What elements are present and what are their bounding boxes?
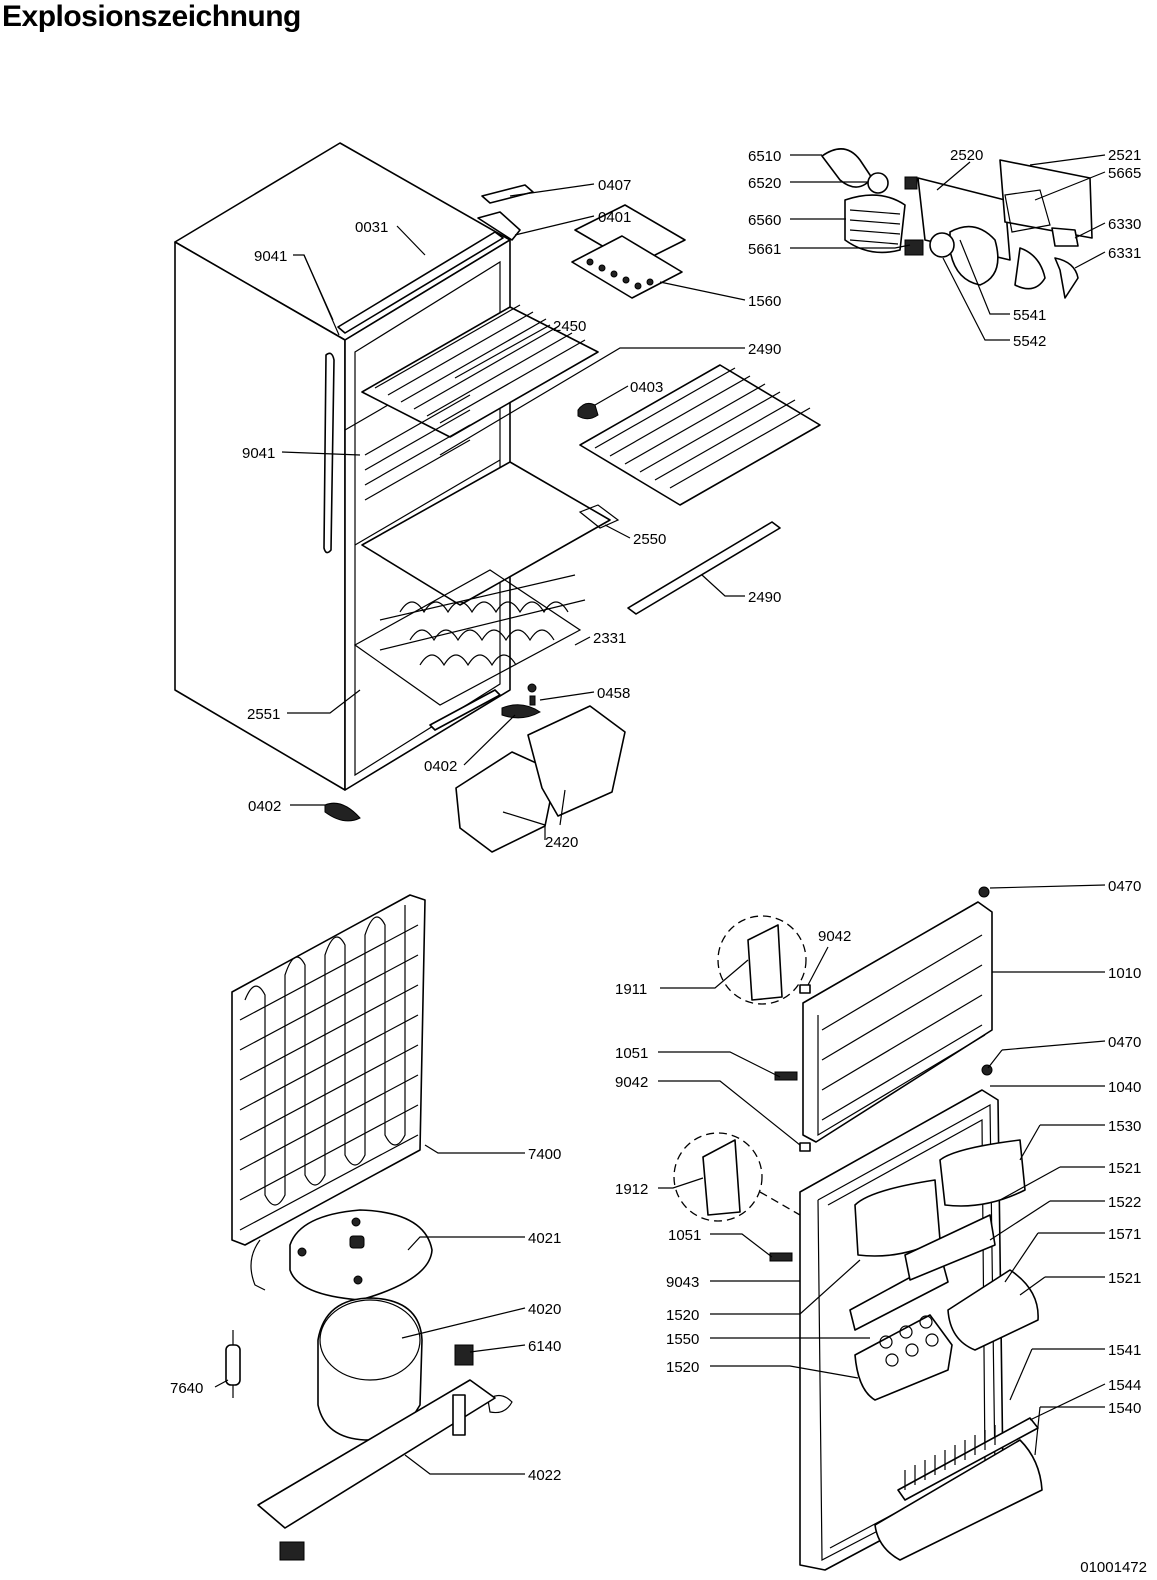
part-label-5541: 5541 (1013, 307, 1046, 324)
part-label-6510: 6510 (748, 148, 781, 165)
part-label-1520: 1520 (666, 1307, 699, 1324)
part-label-9041: 9041 (242, 445, 275, 462)
part-label-1010: 1010 (1108, 965, 1141, 982)
part-label-1560: 1560 (748, 293, 781, 310)
part-label-9042: 9042 (818, 928, 851, 945)
part-label-1912: 1912 (615, 1181, 648, 1198)
part-label-1544: 1544 (1108, 1377, 1141, 1394)
part-label-5665: 5665 (1108, 165, 1141, 182)
part-label-0458: 0458 (597, 685, 630, 702)
part-label-2520: 2520 (950, 147, 983, 164)
leader-lines (214, 154, 1106, 1475)
part-label-5542: 5542 (1013, 333, 1046, 350)
part-number-labels: 0407 0401 0031 9041 1560 2450 2490 0403 … (170, 147, 1141, 1484)
part-label-6331: 6331 (1108, 245, 1141, 262)
part-label-2490: 2490 (748, 589, 781, 606)
part-label-2551: 2551 (247, 706, 280, 723)
control-unit-assembly (821, 148, 1093, 299)
part-label-0402: 0402 (424, 758, 457, 775)
document-number: 01001472 (1080, 1559, 1147, 1576)
part-label-1530: 1530 (1108, 1118, 1141, 1135)
part-label-1540: 1540 (1108, 1400, 1141, 1417)
part-label-2550: 2550 (633, 531, 666, 548)
part-label-7400: 7400 (528, 1146, 561, 1163)
part-label-6330: 6330 (1108, 216, 1141, 233)
part-label-0402: 0402 (248, 798, 281, 815)
page-title: Explosionszeichnung (2, 0, 301, 33)
part-label-0031: 0031 (355, 219, 388, 236)
part-label-1522: 1522 (1108, 1194, 1141, 1211)
part-label-1521: 1521 (1108, 1160, 1141, 1177)
part-label-0401: 0401 (598, 209, 631, 226)
part-label-1521: 1521 (1108, 1270, 1141, 1287)
part-label-2331: 2331 (593, 630, 626, 647)
part-label-0407: 0407 (598, 177, 631, 194)
part-label-0403: 0403 (630, 379, 663, 396)
part-label-2420: 2420 (545, 834, 578, 851)
part-label-7640: 7640 (170, 1380, 203, 1397)
part-label-9041: 9041 (254, 248, 287, 265)
part-label-6560: 6560 (748, 212, 781, 229)
part-label-2490: 2490 (748, 341, 781, 358)
part-label-1550: 1550 (666, 1331, 699, 1348)
part-label-1911: 1911 (615, 981, 647, 998)
part-label-1571: 1571 (1108, 1226, 1141, 1243)
part-label-1040: 1040 (1108, 1079, 1141, 1096)
part-label-9042: 9042 (615, 1074, 648, 1091)
part-label-4020: 4020 (528, 1301, 561, 1318)
part-label-6140: 6140 (528, 1338, 561, 1355)
condenser-compressor-assembly (225, 894, 513, 1561)
part-label-9043: 9043 (666, 1274, 699, 1291)
part-label-1520: 1520 (666, 1359, 699, 1376)
part-label-0470: 0470 (1108, 878, 1141, 895)
part-label-0470: 0470 (1108, 1034, 1141, 1051)
door-assembly (673, 886, 1043, 1571)
part-label-1051: 1051 (615, 1045, 648, 1062)
part-label-1051: 1051 (668, 1227, 701, 1244)
part-label-6520: 6520 (748, 175, 781, 192)
part-label-2450: 2450 (553, 318, 586, 335)
cabinet-assembly (174, 142, 821, 853)
part-label-2521: 2521 (1108, 147, 1141, 164)
part-label-5661: 5661 (748, 241, 781, 258)
part-label-4021: 4021 (528, 1230, 561, 1247)
part-label-1541: 1541 (1108, 1342, 1141, 1359)
part-label-4022: 4022 (528, 1467, 561, 1484)
